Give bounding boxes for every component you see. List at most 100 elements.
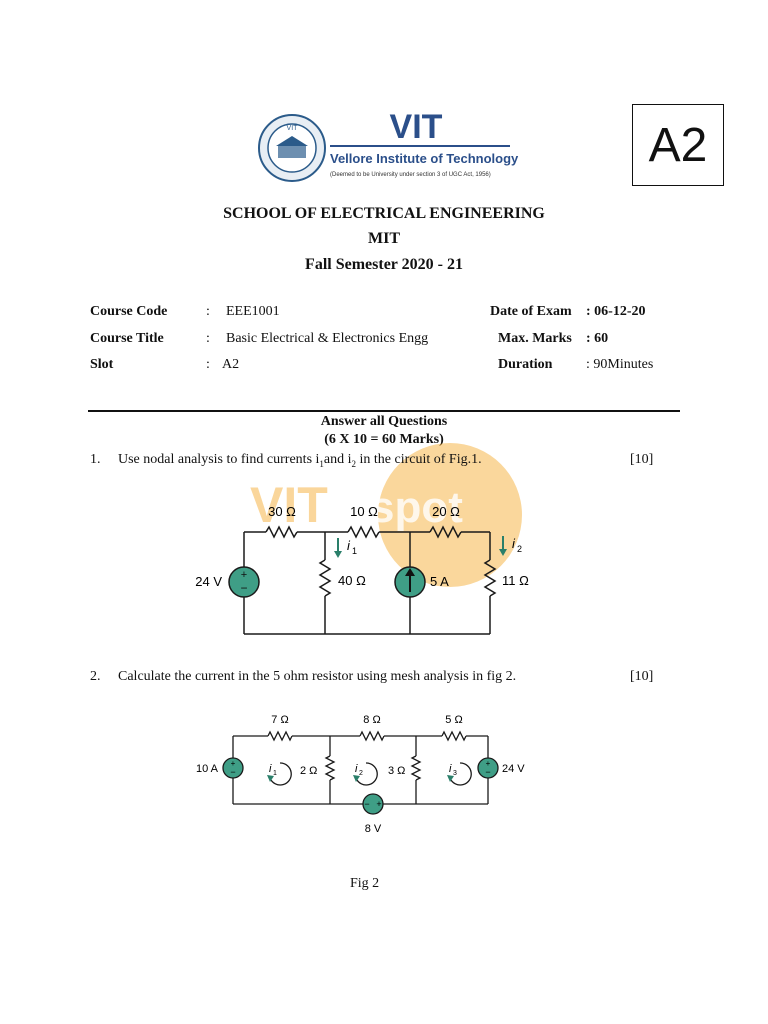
logo-brand: VIT — [390, 108, 443, 146]
label-mesh-1: i — [269, 763, 272, 775]
school-title: SCHOOL OF ELECTRICAL ENGINEERING — [223, 205, 545, 222]
question-1-text-mid: and i — [323, 452, 352, 467]
resistor-10-ohm — [347, 525, 380, 539]
source-8v-plus-icon: + — [376, 799, 381, 809]
isource-arrow-up-icon — [405, 568, 415, 576]
mesh-3-arrowhead-icon — [447, 775, 454, 782]
slot-label: Slot — [90, 357, 114, 372]
label-i2: i — [512, 536, 516, 551]
label-5a: 5 A — [430, 574, 449, 589]
circuit-2-svg: + − + − − + 7 Ω 8 Ω 5 Ω 2 Ω 3 Ω 10 A 24 … — [196, 714, 525, 835]
figure-1-circuit: + − 30 Ω 10 Ω 20 Ω 40 Ω 11 Ω 24 V 5 A i … — [180, 492, 560, 642]
resistor-5-ohm — [441, 730, 467, 742]
label-mesh-3: i — [449, 763, 452, 775]
source-8v-minus-icon: − — [364, 799, 369, 809]
course-title-colon: : — [206, 331, 210, 346]
logo-tagline: (Deemed to be University under section 3… — [330, 172, 491, 178]
label-i1: i — [347, 538, 351, 553]
seal-building-icon — [278, 146, 306, 158]
label-24v: 24 V — [195, 574, 222, 589]
course-code-colon: : — [206, 304, 210, 319]
i1-arrow-down-icon — [334, 551, 342, 558]
course-title-value: Basic Electrical & Electronics Engg — [226, 331, 429, 346]
voltage-source-24v — [228, 566, 260, 598]
vit-logo-graphic: VIT VIT Vellore Institute of Technology … — [258, 108, 519, 182]
campus-title: MIT — [368, 230, 400, 247]
circuit-1-svg: + − 30 Ω 10 Ω 20 Ω 40 Ω 11 Ω 24 V 5 A i … — [195, 504, 529, 635]
instructions-line1: Answer all Questions — [320, 414, 448, 429]
label-8v: 8 V — [365, 823, 382, 835]
course-title-label: Course Title — [90, 331, 164, 346]
resistor-40-ohm — [318, 559, 332, 597]
question-1-text-before: Use nodal analysis to find currents i — [118, 452, 320, 467]
label-2-ohm: 2 Ω — [300, 765, 317, 777]
label-5-ohm: 5 Ω — [445, 714, 462, 726]
mesh-1-arrow — [269, 762, 292, 786]
source-10a-plus-icon: + — [231, 759, 236, 768]
instructions-line2: (6 X 10 = 60 Marks) — [324, 432, 444, 447]
i2-arrow-down-icon — [499, 549, 507, 556]
seal-text: VIT — [287, 125, 299, 132]
max-marks-label: Max. Marks — [498, 331, 572, 346]
question-1-text-after: in the circuit of Fig.1. — [356, 452, 482, 467]
label-i2-sub: 2 — [517, 544, 522, 554]
label-mesh-2-sub: 2 — [359, 770, 363, 777]
resistor-7-ohm — [267, 730, 293, 742]
label-i1-sub: 1 — [352, 546, 357, 556]
resistor-11-ohm — [483, 559, 497, 597]
mesh-3-arrow — [449, 762, 472, 786]
duration-label: Duration — [498, 357, 553, 372]
label-10-ohm: 10 Ω — [350, 504, 378, 519]
vsource-minus-icon: − — [240, 581, 247, 595]
header-divider — [88, 410, 680, 412]
question-2-number: 2. — [90, 669, 101, 684]
mesh-2-arrow — [355, 762, 378, 786]
label-mesh-2: i — [355, 763, 358, 775]
duration-value: : 90Minutes — [586, 357, 654, 372]
vit-logo: VIT VIT Vellore Institute of Technology … — [258, 108, 528, 188]
label-20-ohm: 20 Ω — [432, 504, 460, 519]
source-24v-plus-icon: + — [486, 759, 491, 768]
slot-value: A2 — [222, 357, 240, 372]
label-7-ohm: 7 Ω — [271, 714, 288, 726]
source-24v — [477, 757, 499, 779]
label-mesh-1-sub: 1 — [273, 770, 277, 777]
date-label: Date of Exam — [490, 304, 572, 319]
slot-colon: : — [206, 357, 210, 372]
course-code-value: EEE1001 — [226, 304, 280, 319]
source-10a-minus-icon: − — [230, 767, 235, 777]
label-40-ohm: 40 Ω — [338, 573, 366, 588]
question-1-marks: [10] — [630, 452, 654, 467]
source-8v — [362, 793, 384, 815]
question-1-sub2: 2 — [351, 458, 357, 469]
resistor-20-ohm — [429, 525, 462, 539]
resistor-30-ohm — [265, 525, 298, 539]
label-10a: 10 A — [196, 763, 219, 775]
date-value: : 06-12-20 — [586, 304, 646, 319]
mesh-2-arrowhead-icon — [353, 775, 360, 782]
question-1-number: 1. — [90, 452, 101, 467]
label-3-ohm: 3 Ω — [388, 765, 405, 777]
max-marks-value: : 60 — [586, 331, 609, 346]
logo-name: Vellore Institute of Technology — [330, 151, 519, 166]
set-code-box: A2 — [632, 104, 724, 186]
label-mesh-3-sub: 3 — [453, 770, 457, 777]
resistor-8-ohm — [359, 730, 385, 742]
label-8-ohm: 8 Ω — [363, 714, 380, 726]
resistor-2-ohm — [324, 755, 336, 781]
question-2-text: Calculate the current in the 5 ohm resis… — [118, 669, 517, 684]
source-10a — [222, 757, 244, 779]
question-1-sub1: 1 — [319, 458, 324, 469]
source-24v-minus-icon: − — [485, 767, 490, 777]
seal-roof-icon — [276, 136, 308, 146]
vsource-plus-icon: + — [241, 569, 247, 581]
question-1-text: Use nodal analysis to find currents i1an… — [118, 452, 482, 469]
label-11-ohm: 11 Ω — [502, 573, 529, 588]
label-24v-fig2: 24 V — [502, 763, 525, 775]
label-30-ohm: 30 Ω — [268, 504, 296, 519]
mesh-1-arrowhead-icon — [267, 775, 274, 782]
resistor-3-ohm — [410, 755, 422, 781]
question-2-marks: [10] — [630, 669, 654, 684]
course-code-label: Course Code — [90, 304, 168, 319]
set-code: A2 — [648, 118, 708, 172]
